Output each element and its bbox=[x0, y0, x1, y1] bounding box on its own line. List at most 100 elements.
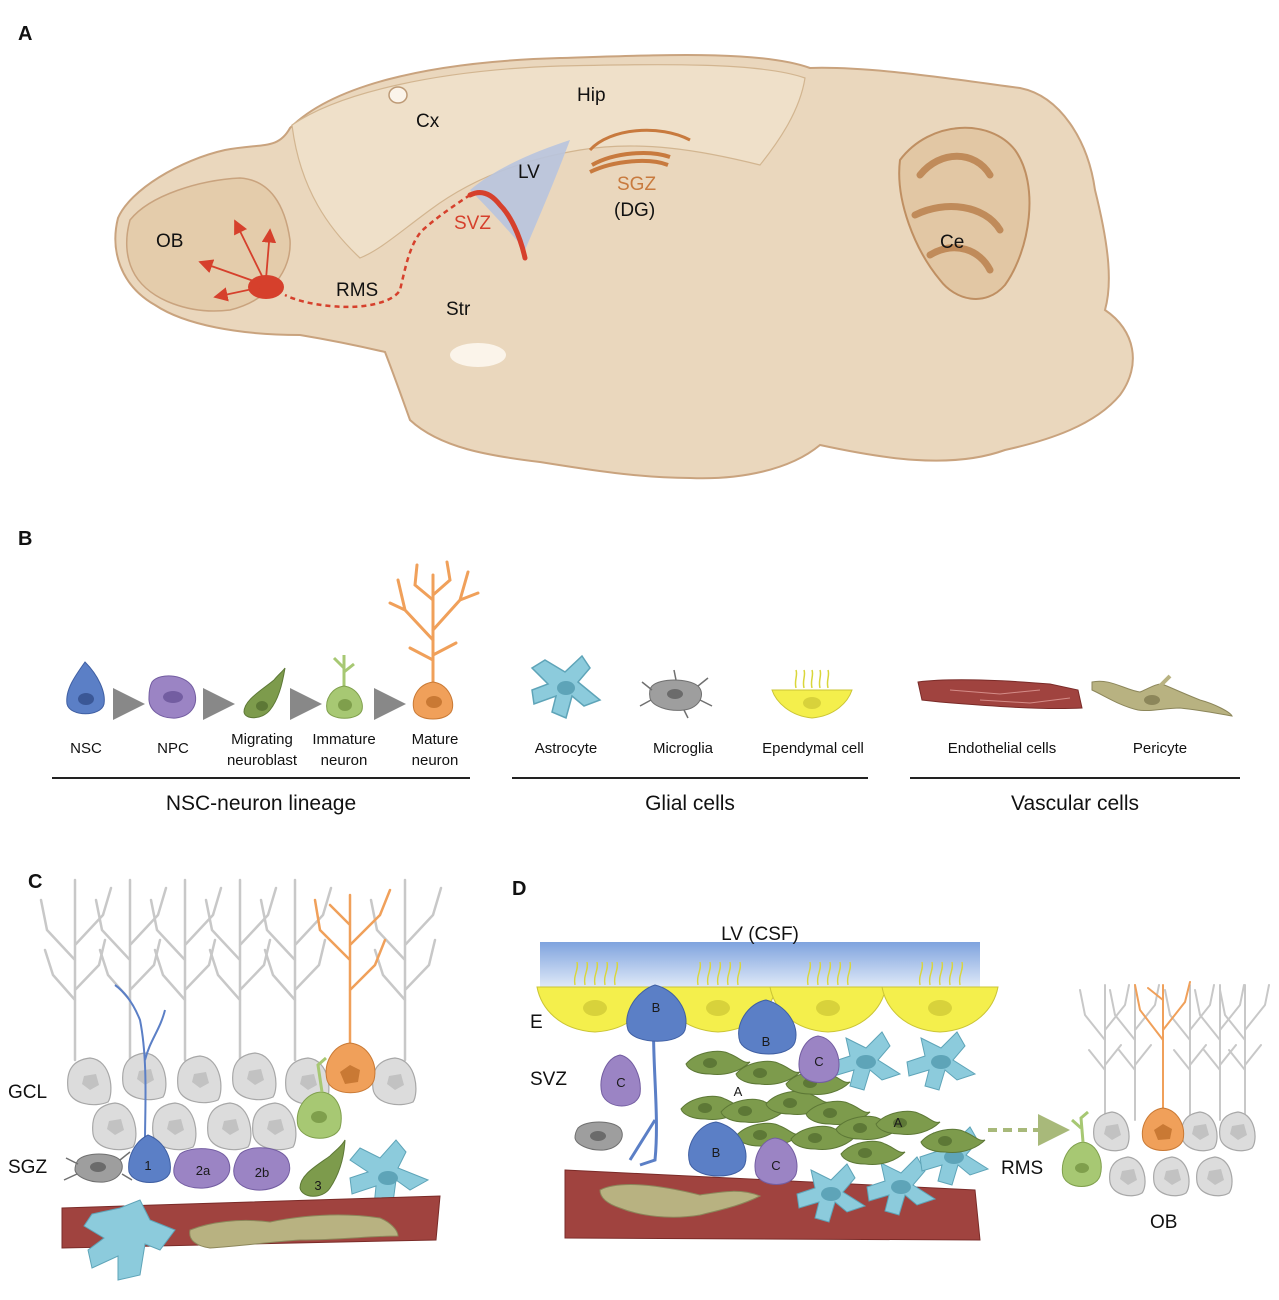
ob-core-cells bbox=[248, 275, 284, 299]
microglia-processes bbox=[639, 669, 713, 719]
ob-granule-cell-5-nucleus bbox=[1164, 1169, 1181, 1185]
d-neuroblast-chain bbox=[680, 1050, 986, 1165]
pericyte-caption: Pericyte bbox=[1133, 740, 1187, 757]
granule-cell-7-nucleus bbox=[107, 1119, 124, 1135]
d-astrocyte-nucleus-2 bbox=[931, 1055, 951, 1069]
svz-layer-label: SVZ bbox=[530, 1069, 567, 1090]
ob-granule-cell-2-nucleus bbox=[1192, 1124, 1209, 1140]
region-ce-label: Ce bbox=[940, 232, 964, 253]
c-immature-neuron-process bbox=[316, 1056, 327, 1093]
d-c-label-1: C bbox=[616, 1075, 625, 1090]
c-immature-neuron-nucleus bbox=[311, 1111, 327, 1123]
ependymal-cilia-2 bbox=[696, 961, 742, 986]
sgz-label: SGZ bbox=[8, 1157, 47, 1178]
d-b-cell-3 bbox=[688, 1121, 747, 1177]
d-c-cell-3 bbox=[754, 1137, 798, 1185]
mature-caption-line1: Mature bbox=[412, 731, 459, 748]
ob-granule-cell-3-nucleus bbox=[1230, 1124, 1247, 1140]
ependymal-nucleus-3 bbox=[816, 1000, 840, 1016]
lv-csf-label: LV (CSF) bbox=[721, 924, 799, 945]
region-str-label: Str bbox=[446, 299, 471, 320]
immature-neuron-dendrites bbox=[332, 655, 355, 688]
c-cell-label-2b: 2b bbox=[255, 1165, 269, 1180]
granule-cell-8-nucleus bbox=[167, 1119, 184, 1135]
gcl-label: GCL bbox=[8, 1082, 47, 1103]
d-b-cell-2 bbox=[738, 999, 797, 1055]
rms-label: RMS bbox=[1001, 1158, 1043, 1179]
region-svz-label: SVZ bbox=[454, 213, 491, 234]
lateral-ventricle-csf bbox=[540, 942, 980, 987]
c-cell-label-1: 1 bbox=[144, 1158, 151, 1173]
d-pericyte bbox=[599, 1184, 762, 1218]
hippocampus-curve bbox=[588, 128, 691, 152]
ependymal-cilia-3 bbox=[806, 961, 852, 986]
c-pericyte bbox=[189, 1214, 399, 1249]
d-b-label-1: B bbox=[652, 1000, 661, 1015]
ob-immature-neuron-nucleus bbox=[1075, 1163, 1089, 1173]
c-npc-cell-2a bbox=[173, 1148, 231, 1189]
d-neuroblast-nucleus-10 bbox=[893, 1118, 907, 1128]
ependymal-layer-label: E bbox=[530, 1012, 543, 1033]
panel-d-label: D bbox=[512, 878, 526, 900]
region-lv-label: LV bbox=[518, 162, 540, 183]
ob-dendrite-2 bbox=[1109, 984, 1160, 1121]
ependymal-cilia bbox=[794, 669, 830, 689]
ependymal-caption: Ependymal cell bbox=[762, 740, 864, 757]
ob-dendrite-4 bbox=[1194, 984, 1245, 1121]
gcl-granule-cells bbox=[67, 1052, 417, 1151]
d-b-label-2: B bbox=[762, 1034, 771, 1049]
region-rms-label: RMS bbox=[336, 280, 378, 301]
cortex-region bbox=[291, 64, 806, 259]
d-astrocyte-nucleus-5 bbox=[944, 1150, 964, 1164]
d-neuroblast-nucleus-4 bbox=[738, 1106, 752, 1116]
ob-mature-dendrites bbox=[1134, 981, 1191, 1116]
c-cell-label-3: 3 bbox=[314, 1178, 321, 1193]
mature-neuron-dendrites bbox=[388, 560, 480, 692]
granule-cell-10-nucleus bbox=[267, 1119, 284, 1135]
region-dg-label: (DG) bbox=[614, 200, 655, 221]
migrating-caption-line2: neuroblast bbox=[227, 752, 298, 769]
anterior-commissure bbox=[450, 343, 506, 367]
c-npc-cell-2b bbox=[233, 1147, 291, 1191]
immature-neuron-nucleus bbox=[338, 699, 352, 711]
gcl-dendrite-5 bbox=[259, 878, 333, 1062]
endothelial-borders bbox=[949, 689, 1071, 704]
d-neuroblast-12 bbox=[920, 1128, 986, 1153]
ob-mature-neuron-nucleus bbox=[1154, 1124, 1172, 1140]
region-ob-label: OB bbox=[156, 231, 183, 252]
microglia-nucleus bbox=[667, 689, 683, 699]
pericyte-cell bbox=[1091, 680, 1233, 717]
ob-migration-arrows bbox=[198, 219, 277, 302]
sgz-dentate-gyrus bbox=[589, 151, 671, 174]
immature-caption-line1: Immature bbox=[312, 731, 375, 748]
region-cx-label: Cx bbox=[416, 111, 440, 132]
ob-dendrite-1 bbox=[1079, 984, 1130, 1121]
d-neuroblast-nucleus-5 bbox=[783, 1098, 797, 1108]
d-microglia-nucleus bbox=[590, 1131, 606, 1141]
ob-granule-cells bbox=[1093, 1111, 1256, 1197]
pericyte-process bbox=[1158, 674, 1172, 688]
c-microglia-nucleus bbox=[90, 1162, 106, 1172]
c-cell-label-2a: 2a bbox=[196, 1163, 211, 1178]
ob-granule-cell-1-nucleus bbox=[1104, 1124, 1121, 1140]
ob-label: OB bbox=[1150, 1212, 1177, 1233]
d-neuroblast-10 bbox=[875, 1110, 941, 1135]
d-c-label-2: C bbox=[814, 1054, 823, 1069]
d-c-cell-1 bbox=[600, 1054, 641, 1107]
d-neuroblast-nucleus-3 bbox=[698, 1103, 712, 1113]
glial-group-label: Glial cells bbox=[645, 792, 735, 815]
ependymal-nucleus-4 bbox=[928, 1000, 952, 1016]
c-nsc-cell-1 bbox=[128, 1134, 171, 1183]
c-astrocyte-vessel bbox=[83, 1199, 176, 1281]
d-neuroblast-nucleus-12 bbox=[938, 1136, 952, 1146]
gcl-dendrite-2 bbox=[94, 878, 168, 1062]
nsc-caption: NSC bbox=[70, 740, 102, 757]
d-astrocyte-nucleus-3 bbox=[821, 1187, 841, 1201]
c-microglia-processes bbox=[63, 1151, 133, 1181]
mature-caption-line2: neuron bbox=[412, 752, 459, 769]
d-neuroblast-nucleus-6 bbox=[823, 1108, 837, 1118]
astrocyte-nucleus bbox=[557, 681, 575, 695]
vascular-group-label: Vascular cells bbox=[1011, 792, 1139, 815]
d-astrocyte-nucleus-1 bbox=[856, 1055, 876, 1069]
gcl-dendrite-arbor bbox=[39, 878, 443, 1062]
